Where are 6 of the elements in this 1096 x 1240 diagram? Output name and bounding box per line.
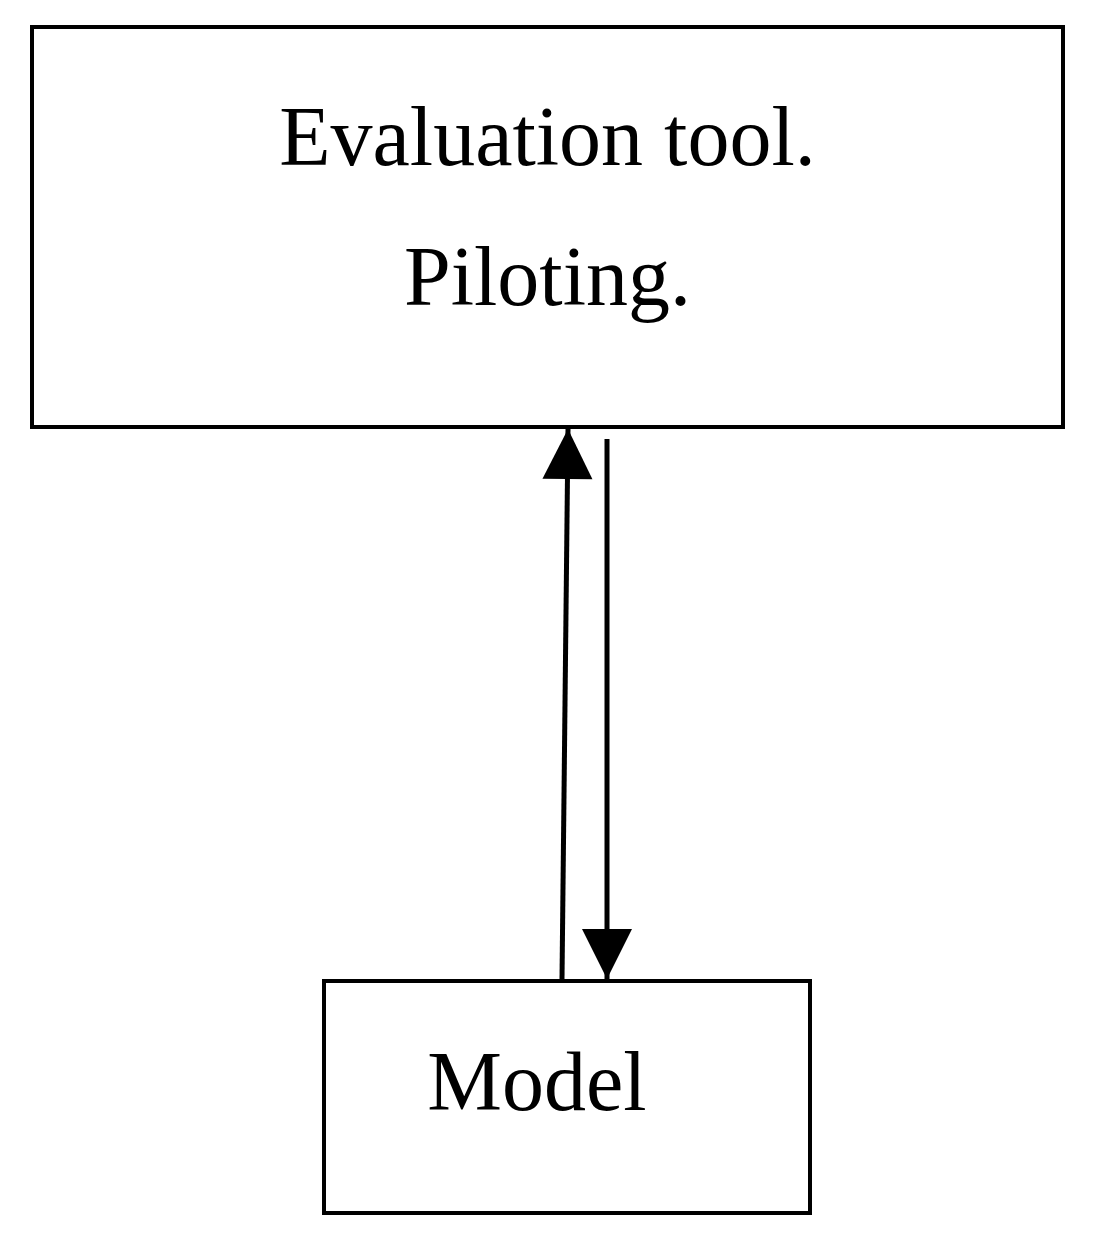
box-label: Model <box>427 1034 648 1130</box>
box-label: Evaluation tool. Piloting. <box>278 89 817 325</box>
process-box <box>322 979 812 1215</box>
arrow <box>542 428 593 980</box>
arrow <box>582 439 632 979</box>
process-box <box>30 25 1065 429</box>
